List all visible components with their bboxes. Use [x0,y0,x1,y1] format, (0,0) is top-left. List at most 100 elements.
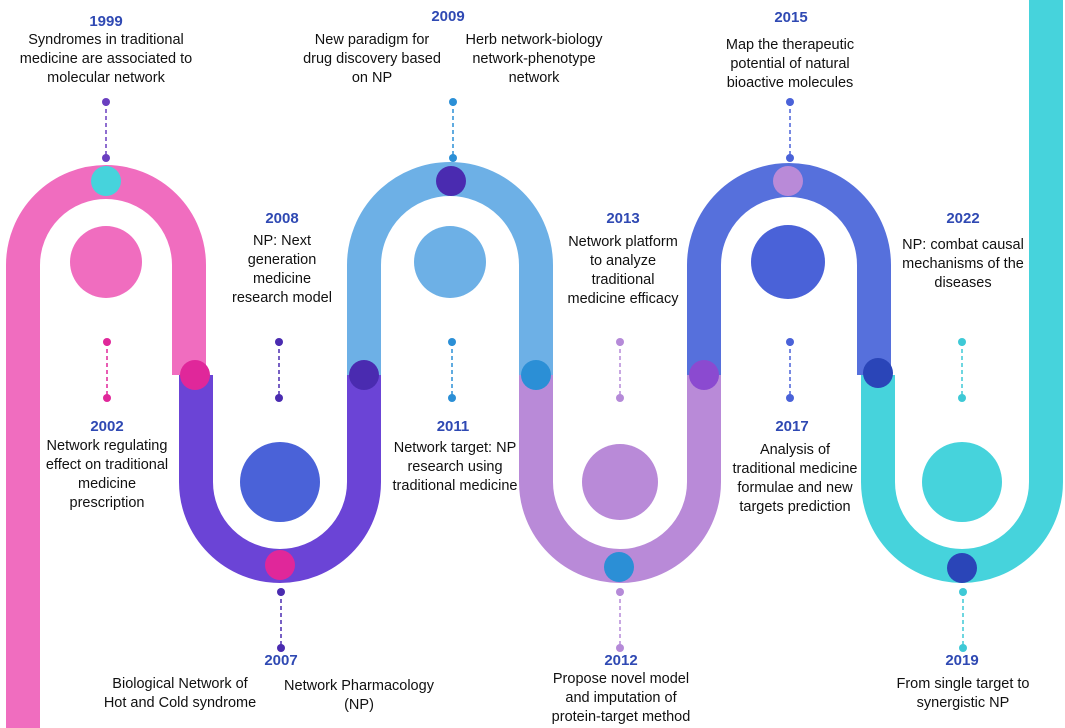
year-2002: 2002 [90,418,124,435]
inner-circle-royal2 [751,225,825,299]
track-node-2011 [521,360,551,390]
track-node-2007 [265,550,295,580]
dot-2019-top [959,588,967,596]
dot-2007-top [277,588,285,596]
label-2008-line3: medicine [252,271,312,287]
track-node-2015 [773,166,803,196]
year-2015: 2015 [774,9,808,26]
label-2019-line1: From single target to [896,676,1030,692]
label-1999: Syndromes in traditional medicine are as… [10,31,202,88]
label-2015: Map the therapeutic potential of natural… [712,36,868,93]
year-2007: 2007 [264,652,298,669]
dot-1999-bottom [102,154,110,162]
label-2007-b: Biological Network of Hot and Cold syndr… [95,675,265,713]
dot-2017-top [786,338,794,346]
dot-2011-top [448,338,456,346]
label-1999-line2: medicine are associated to [19,51,193,67]
label-2009-line3: on NP [351,70,393,86]
label-2009-line1: New paradigm for [314,32,430,48]
dot-2012-bottom [616,644,624,652]
label-2008-line2: generation [247,252,317,268]
label-2009b-line1: Herb network-biology [465,32,603,48]
inner-circle-royal [240,442,320,522]
dot-2002-bottom [103,394,111,402]
track-node-2008 [349,360,379,390]
year-2009: 2009 [431,8,465,25]
year-2011: 2011 [436,418,470,435]
label-2012-line2: and imputation of [565,690,677,706]
label-2002-line1: Network regulating [46,438,168,454]
track-node-2017 [863,358,893,388]
label-2022-line1: NP: combat causal [902,237,1024,253]
label-2008-line4: research model [232,290,332,306]
label-2017: Analysis of traditional medicine formula… [727,441,863,517]
label-2007b-line1: Biological Network of [112,676,248,692]
inner-circle-lavender [582,444,658,520]
label-2009: New paradigm for drug discovery based on… [291,31,453,88]
dot-2013-bottom [616,394,624,402]
label-2009b-line2: network-phenotype [472,51,596,67]
label-2007-line1: Network Pharmacology [284,678,434,694]
dot-2011-bottom [448,394,456,402]
track-node-2009 [436,166,466,196]
label-2011-line3: traditional medicine [392,478,518,494]
label-2009b-line3: network [508,70,560,86]
label-2015-line3: bioactive molecules [726,75,854,91]
label-1999-line1: Syndromes in traditional [28,32,184,48]
label-2015-line2: potential of natural [730,56,850,72]
dot-2022-bottom [958,394,966,402]
label-2007: Network Pharmacology (NP) [275,677,443,715]
label-2013-line1: Network platform [568,234,678,250]
year-2022: 2022 [946,210,980,227]
label-1999-line3: molecular network [47,70,165,86]
label-2022-line2: mechanisms of the [902,256,1024,272]
dot-2007-bottom [277,644,285,652]
year-2017: 2017 [775,418,809,435]
label-2019-line2: synergistic NP [916,695,1010,711]
label-2013-line3: traditional [591,272,655,288]
label-2013-line2: to analyze [589,253,657,269]
label-2007-line2: (NP) [344,697,374,713]
dot-2009-bottom [449,154,457,162]
label-2009-line2: drug discovery based [303,51,441,67]
label-2017-line2: traditional medicine [732,461,858,477]
dot-2008-top [275,338,283,346]
year-2012: 2012 [604,652,638,669]
label-2022: NP: combat causal mechanisms of the dise… [893,236,1033,293]
inner-circle-pink [70,226,142,298]
label-2011-line1: Network target: NP [393,440,517,456]
label-2002-line2: effect on traditional [45,457,169,473]
label-2007b-line2: Hot and Cold syndrome [103,695,257,711]
track-node-1999 [91,166,121,196]
label-2008: NP: Next generation medicine research mo… [230,232,334,308]
label-2002-line4: prescription [69,495,145,511]
track-node-2012 [604,552,634,582]
track-node-2019 [947,553,977,583]
label-2017-line4: targets prediction [739,499,851,515]
inner-circle-lightblue [414,226,486,298]
year-2008: 2008 [265,210,299,227]
dot-2012-top [616,588,624,596]
track-node-2002 [180,360,210,390]
label-2012: Propose novel model and imputation of pr… [541,670,701,727]
track-node-2013 [689,360,719,390]
label-2017-line3: formulae and new [737,480,853,496]
dot-2015-bottom [786,154,794,162]
label-2011: Network target: NP research using tradit… [385,439,525,496]
dot-1999-top [102,98,110,106]
label-2022-line3: diseases [934,275,992,291]
dot-2022-top [958,338,966,346]
dot-2002-top [103,338,111,346]
label-2002: Network regulating effect on traditional… [27,437,187,513]
label-2013-line4: medicine efficacy [567,291,679,307]
label-2009-b: Herb network-biology network-phenotype n… [456,31,612,88]
label-2002-line3: medicine [77,476,137,492]
dot-2009-top [449,98,457,106]
label-2012-line1: Propose novel model [552,671,690,687]
label-2011-line2: research using [407,459,503,475]
dot-2013-top [616,338,624,346]
label-2013: Network platform to analyze traditional … [562,233,684,309]
dot-2017-bottom [786,394,794,402]
dot-2019-bottom [959,644,967,652]
